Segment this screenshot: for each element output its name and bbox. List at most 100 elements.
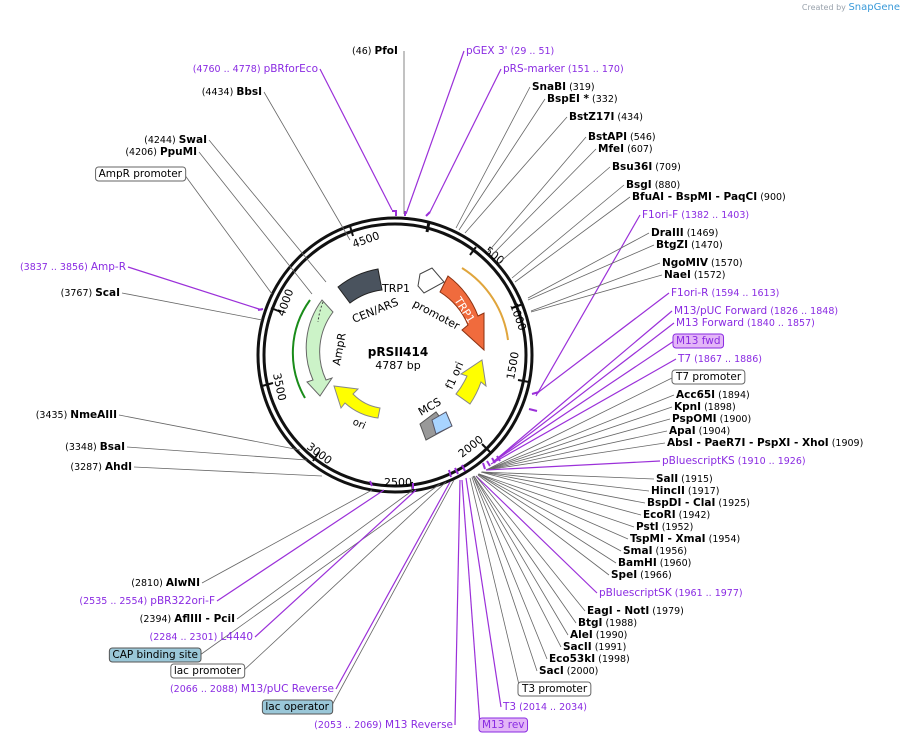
svg-text:Bsu36I (709): Bsu36I (709)	[612, 161, 681, 173]
tick-1000: 1000	[507, 302, 529, 333]
svg-text:PspOMI (1900): PspOMI (1900)	[672, 413, 751, 425]
annotation-prs-marker[interactable]: pRS-marker (151 .. 170)	[503, 63, 624, 75]
annotation-sali[interactable]: SalI (1915)	[656, 473, 713, 485]
annotation-t3-promoter[interactable]: T3 promoter	[517, 681, 592, 697]
annotation-nmeaiii[interactable]: (3435) NmeAIII	[36, 409, 117, 421]
leader-ampr-promoter	[183, 173, 273, 295]
annotation-apai[interactable]: ApaI (1904)	[669, 425, 730, 437]
annotation-pbluescriptsk[interactable]: pBluescriptSK (1961 .. 1977)	[599, 587, 743, 599]
annotation-bfuai-bspmi-paqci[interactable]: BfuAI - BspMI - PaqCI (900)	[632, 191, 786, 203]
annotation-amp-r[interactable]: (3837 .. 3856) Amp-R	[20, 261, 126, 273]
svg-text:3500: 3500	[270, 372, 289, 402]
annotation-alei[interactable]: AleI (1990)	[570, 629, 627, 641]
svg-text:(3767) ScaI: (3767) ScaI	[61, 287, 120, 299]
svg-text:SacI (2000): SacI (2000)	[539, 665, 598, 677]
annotation-cap-binding-site[interactable]: CAP binding site	[108, 647, 202, 663]
annotation-m13-puc-forward[interactable]: M13/pUC Forward (1826 .. 1848)	[674, 305, 838, 317]
annotation-box	[95, 166, 187, 182]
annotation-pbr322ori-f[interactable]: (2535 .. 2554) pBR322ori-F	[79, 595, 215, 607]
annotation-name: pGEX 3'	[466, 45, 508, 57]
annotation-eco53ki[interactable]: Eco53kI (1998)	[549, 653, 630, 665]
annotation-bsgi[interactable]: BsgI (880)	[626, 179, 680, 191]
svg-text:AmpR promoter: AmpR promoter	[99, 168, 183, 180]
annotation-naei[interactable]: NaeI (1572)	[664, 269, 726, 281]
annotation-bamhi[interactable]: BamHI (1960)	[618, 557, 691, 569]
annotation-ahdi[interactable]: (3287) AhdI	[70, 461, 132, 473]
annotation-name: BspDI - ClaI	[647, 497, 715, 509]
annotation-ampr-promoter[interactable]: AmpR promoter	[95, 166, 187, 182]
annotation-smai[interactable]: SmaI (1956)	[623, 545, 687, 557]
svg-text:(3837 .. 3856) Amp-R: (3837 .. 3856) Amp-R	[20, 261, 126, 273]
annotation-pbluescriptks[interactable]: pBluescriptKS (1910 .. 1926)	[662, 455, 806, 467]
annotation-name: BbsI	[236, 86, 262, 98]
annotation-m13-forward[interactable]: M13 Forward (1840 .. 1857)	[676, 317, 815, 329]
annotation-hincii[interactable]: HincII (1917)	[651, 485, 720, 497]
annotation-ppumi[interactable]: (4206) PpuMI	[125, 146, 197, 158]
svg-text:T3 (2014 .. 2034): T3 (2014 .. 2034)	[502, 701, 587, 713]
annotation-lac-promoter[interactable]: lac promoter	[170, 663, 246, 679]
leader-pgex-3	[405, 50, 465, 215]
annotation-eagi-noti[interactable]: EagI - NotI (1979)	[587, 605, 684, 617]
annotation-acc65i[interactable]: Acc65I (1894)	[676, 389, 750, 401]
annotation-t3[interactable]: T3 (2014 .. 2034)	[502, 701, 587, 713]
annotation-absi-paer7i-pspxi-xhoi[interactable]: AbsI - PaeR7I - PspXI - XhoI (1909)	[667, 437, 863, 449]
annotation-t7[interactable]: T7 (1867 .. 1886)	[677, 353, 762, 365]
svg-text:pBluescriptSK (1961 .. 1977): pBluescriptSK (1961 .. 1977)	[599, 587, 743, 599]
annotation-afliii-pcii[interactable]: (2394) AflIII - PciI	[140, 613, 235, 625]
annotation-m13-rev[interactable]: M13 rev	[478, 717, 529, 733]
annotation-bsai[interactable]: (3348) BsaI	[65, 441, 125, 453]
annotation-swai[interactable]: (4244) SwaI	[144, 134, 207, 146]
annotation-btgi[interactable]: BtgI (1988)	[578, 617, 637, 629]
annotation-l4440[interactable]: (2284 .. 2301) L4440	[150, 631, 253, 643]
annotation-bspei[interactable]: BspEI * (332)	[547, 93, 618, 105]
svg-text:BspEI * (332): BspEI * (332)	[547, 93, 618, 105]
annotation-psti[interactable]: PstI (1952)	[636, 521, 693, 533]
leader-draiii	[527, 232, 650, 299]
annotation-name: lac operator	[265, 701, 329, 713]
annotation-ecori[interactable]: EcoRI (1942)	[643, 509, 710, 521]
annotation-bbsi[interactable]: (4434) BbsI	[202, 86, 262, 98]
annotation-t7-promoter[interactable]: T7 promoter	[671, 369, 746, 385]
annotation-pbrforeco[interactable]: (4760 .. 4778) pBRforEco	[193, 63, 318, 75]
origin-marker	[425, 221, 431, 233]
annotation-mfei[interactable]: MfeI (607)	[598, 143, 653, 155]
annotation-kpni[interactable]: KpnI (1898)	[674, 401, 736, 413]
annotation-draiii[interactable]: DraIII (1469)	[651, 227, 718, 239]
svg-text:4500: 4500	[351, 229, 382, 251]
annotation-position: (4244)	[144, 135, 179, 146]
annotation-f1ori-r[interactable]: F1ori-R (1594 .. 1613)	[671, 287, 779, 299]
annotation-alwni[interactable]: (2810) AlwNI	[131, 577, 200, 589]
svg-text:pRS-marker (151 .. 170): pRS-marker (151 .. 170)	[503, 63, 624, 75]
annotation-lac-operator[interactable]: lac operator	[261, 699, 334, 715]
plasmid-size: 4787 bp	[375, 359, 420, 372]
annotation-pgex-3[interactable]: pGEX 3' (29 .. 51)	[466, 45, 554, 57]
annotation-snabi[interactable]: SnaBI (319)	[532, 81, 595, 93]
annotation-ngomiv[interactable]: NgoMIV (1570)	[662, 257, 743, 269]
annotation-m13-fwd[interactable]: M13 fwd	[672, 333, 725, 349]
annotation-bspdi-clai[interactable]: BspDI - ClaI (1925)	[647, 497, 750, 509]
annotation-position: (1470)	[688, 240, 723, 251]
annotation-saci[interactable]: SacI (2000)	[539, 665, 598, 677]
annotation-pspomi[interactable]: PspOMI (1900)	[672, 413, 751, 425]
annotation-tspmi-xmai[interactable]: TspMI - XmaI (1954)	[630, 533, 740, 545]
annotation-m13-puc-reverse[interactable]: (2066 .. 2088) M13/pUC Reverse	[170, 683, 334, 695]
leader-bsu36i	[499, 166, 611, 263]
annotation-bstapi[interactable]: BstAPI (546)	[588, 131, 656, 143]
annotation-name: BstZ17I	[569, 111, 614, 123]
annotation-f1ori-f[interactable]: F1ori-F (1382 .. 1403)	[642, 209, 749, 221]
annotation-name: BspEI *	[547, 93, 590, 105]
leader-bstz17i	[464, 116, 568, 234]
annotation-position: (1961 .. 1977)	[672, 588, 743, 599]
annotation-bstz17i[interactable]: BstZ17I (434)	[569, 111, 643, 123]
annotation-scai[interactable]: (3767) ScaI	[61, 287, 120, 299]
svg-text:ori: ori	[351, 417, 367, 432]
annotation-pfoi[interactable]: (46) PfoI	[352, 45, 398, 57]
annotation-sacii[interactable]: SacII (1991)	[563, 641, 626, 653]
leader-lac-promoter	[242, 481, 447, 672]
annotation-bsu36i[interactable]: Bsu36I (709)	[612, 161, 681, 173]
annotation-btgzi[interactable]: BtgZI (1470)	[656, 239, 723, 251]
annotation-name: pBRforEco	[264, 63, 318, 75]
annotation-m13-reverse[interactable]: (2053 .. 2069) M13 Reverse	[314, 719, 453, 731]
plasmid-name: pRSII414	[368, 345, 428, 359]
annotation-spei[interactable]: SpeI (1966)	[611, 569, 672, 581]
